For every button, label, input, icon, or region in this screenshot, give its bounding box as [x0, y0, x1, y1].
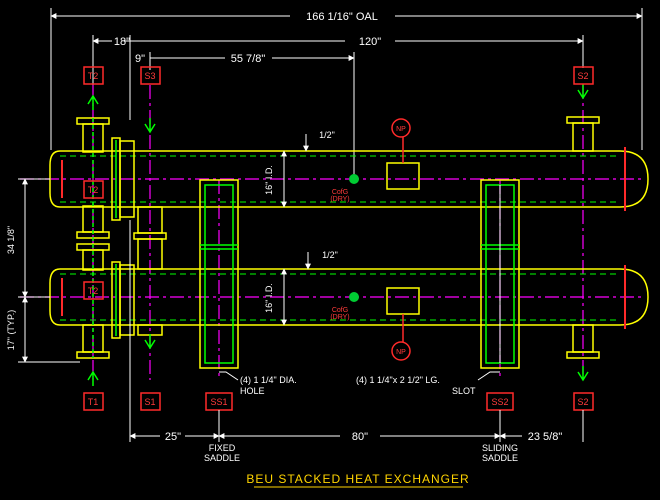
dry-label-lower: (DRY) — [330, 314, 349, 321]
dim-18-label: 18" — [114, 36, 130, 48]
dim-120-label: 120" — [359, 36, 381, 48]
hole-note-line2: HOLE — [240, 386, 265, 396]
name-plates — [386, 137, 420, 342]
fixed-saddle-line1: FIXED — [209, 443, 236, 453]
shell-nozzles-left — [133, 206, 167, 336]
tag-s2-top: S2 — [577, 71, 588, 81]
tag-s3: S3 — [144, 71, 155, 81]
slot-note-line1: (4) 1 1/4"x 2 1/2" LG. — [356, 375, 440, 385]
tube-nozzles — [76, 117, 110, 359]
sliding-saddle-line2: SADDLE — [482, 453, 518, 463]
vertical-dimensions — [18, 178, 80, 363]
fixed-saddle-line2: SADDLE — [204, 453, 240, 463]
dim-17-label: 17" (TYP.) — [6, 310, 16, 351]
np-tag-upper: NP — [396, 126, 406, 133]
sliding-saddle-line1: SLIDING — [482, 443, 518, 453]
tag-t2-top: T2 — [88, 71, 99, 81]
tag-t2-mid-lower: T2 — [88, 286, 99, 296]
tag-t1: T1 — [88, 397, 99, 407]
dim-34-label: 34 1/8" — [6, 226, 16, 254]
shell-id-label-lower: 16" I.D. — [264, 283, 274, 313]
shell-id-dimensions — [281, 134, 311, 326]
cog-label-lower: CofG — [332, 307, 348, 314]
hole-note-line1: (4) 1 1/4" DIA. — [240, 375, 297, 385]
shell-nozzles-right — [566, 116, 600, 359]
half-inch-label-upper: 1/2" — [319, 130, 335, 140]
cog-label-upper: CofG — [332, 189, 348, 196]
sliding-saddle — [480, 179, 520, 369]
drawing-title: BEU STACKED HEAT EXCHANGER — [246, 472, 469, 486]
tag-t2-mid-upper: T2 — [88, 185, 99, 195]
cog-symbol-icon — [349, 174, 359, 302]
note-leaders — [219, 371, 500, 381]
dim-23-label: 23 5/8" — [528, 431, 563, 443]
tag-ss2: SS2 — [491, 397, 508, 407]
dim-55-label: 55 7/8" — [231, 53, 266, 65]
flow-arrow-down-icon — [144, 84, 589, 382]
dim-25-label: 25" — [165, 431, 181, 443]
slot-note-line2: SLOT — [452, 386, 476, 396]
nozzle-np-icon — [391, 118, 411, 361]
overall-length-dimension: 166 1/16" OAL — [50, 8, 643, 150]
centerlines — [20, 85, 645, 380]
half-inch-label-lower: 1/2" — [322, 250, 338, 260]
flow-arrow-up-icon — [87, 94, 99, 386]
np-tag-lower: NP — [396, 349, 406, 356]
bottom-dimensions — [129, 220, 584, 442]
dim-80-label: 80" — [352, 431, 368, 443]
tag-ss1: SS1 — [210, 397, 227, 407]
shell-id-label-upper: 16" I.D. — [264, 165, 274, 195]
dry-label-upper: (DRY) — [330, 196, 349, 203]
dim-9-label: 9" — [135, 53, 145, 65]
tag-s1: S1 — [144, 397, 155, 407]
top-dimensions: 18" 120" 9" 55 7/8" — [92, 35, 584, 180]
overall-length-label: 166 1/16" OAL — [306, 11, 378, 23]
fixed-saddle — [199, 179, 239, 369]
channel-flanges — [111, 137, 135, 339]
tag-s2-bottom: S2 — [577, 397, 588, 407]
